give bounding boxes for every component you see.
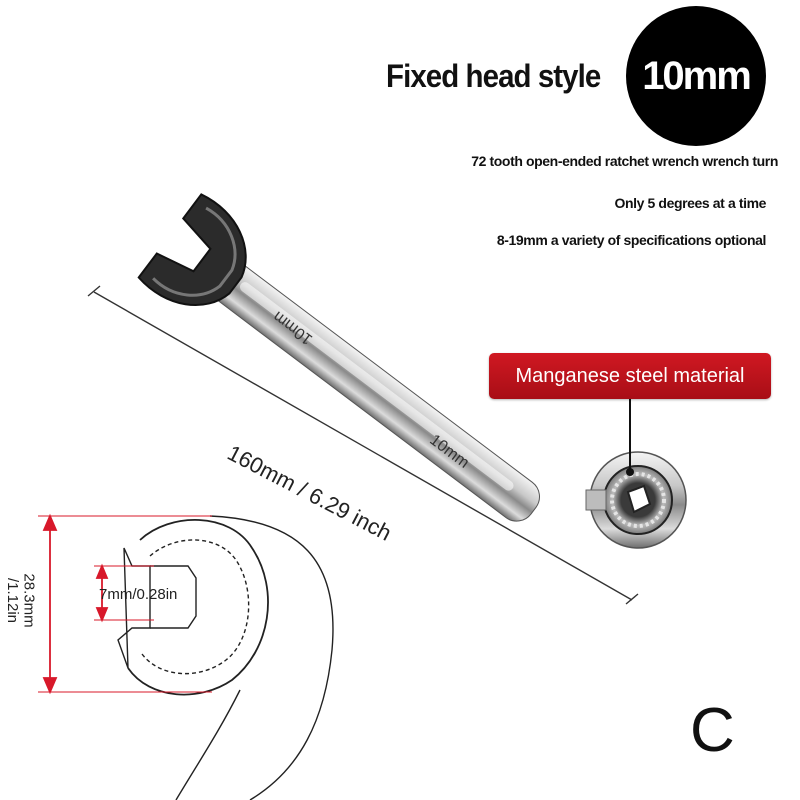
feature-ratchet-teeth: 72 tooth open-ended ratchet wrench wrenc… (471, 153, 778, 169)
opening-arrow (94, 563, 154, 623)
page-title: Fixed head style (386, 58, 601, 94)
feature-turn-angle: Only 5 degrees at a time (614, 195, 767, 211)
material-pointer-dot (626, 468, 634, 476)
size-badge: 10mm (626, 6, 766, 146)
size-badge-label: 10mm (642, 53, 752, 98)
variant-letter: C (690, 696, 735, 765)
material-label: Manganese steel material (489, 353, 771, 399)
length-dimension-line (87, 285, 639, 605)
feature-specifications: 8-19mm a variety of specifications optio… (496, 232, 767, 248)
ratchet-head-diagram (117, 515, 334, 800)
head-height-arrow (38, 513, 212, 695)
wrench-photo: 10mm 10mm (137, 193, 687, 549)
head-height-inch-label: /1.12in (4, 577, 22, 624)
head-height-label: 28.3mm (20, 573, 38, 628)
opening-label: 7mm/0.28in (99, 586, 178, 603)
